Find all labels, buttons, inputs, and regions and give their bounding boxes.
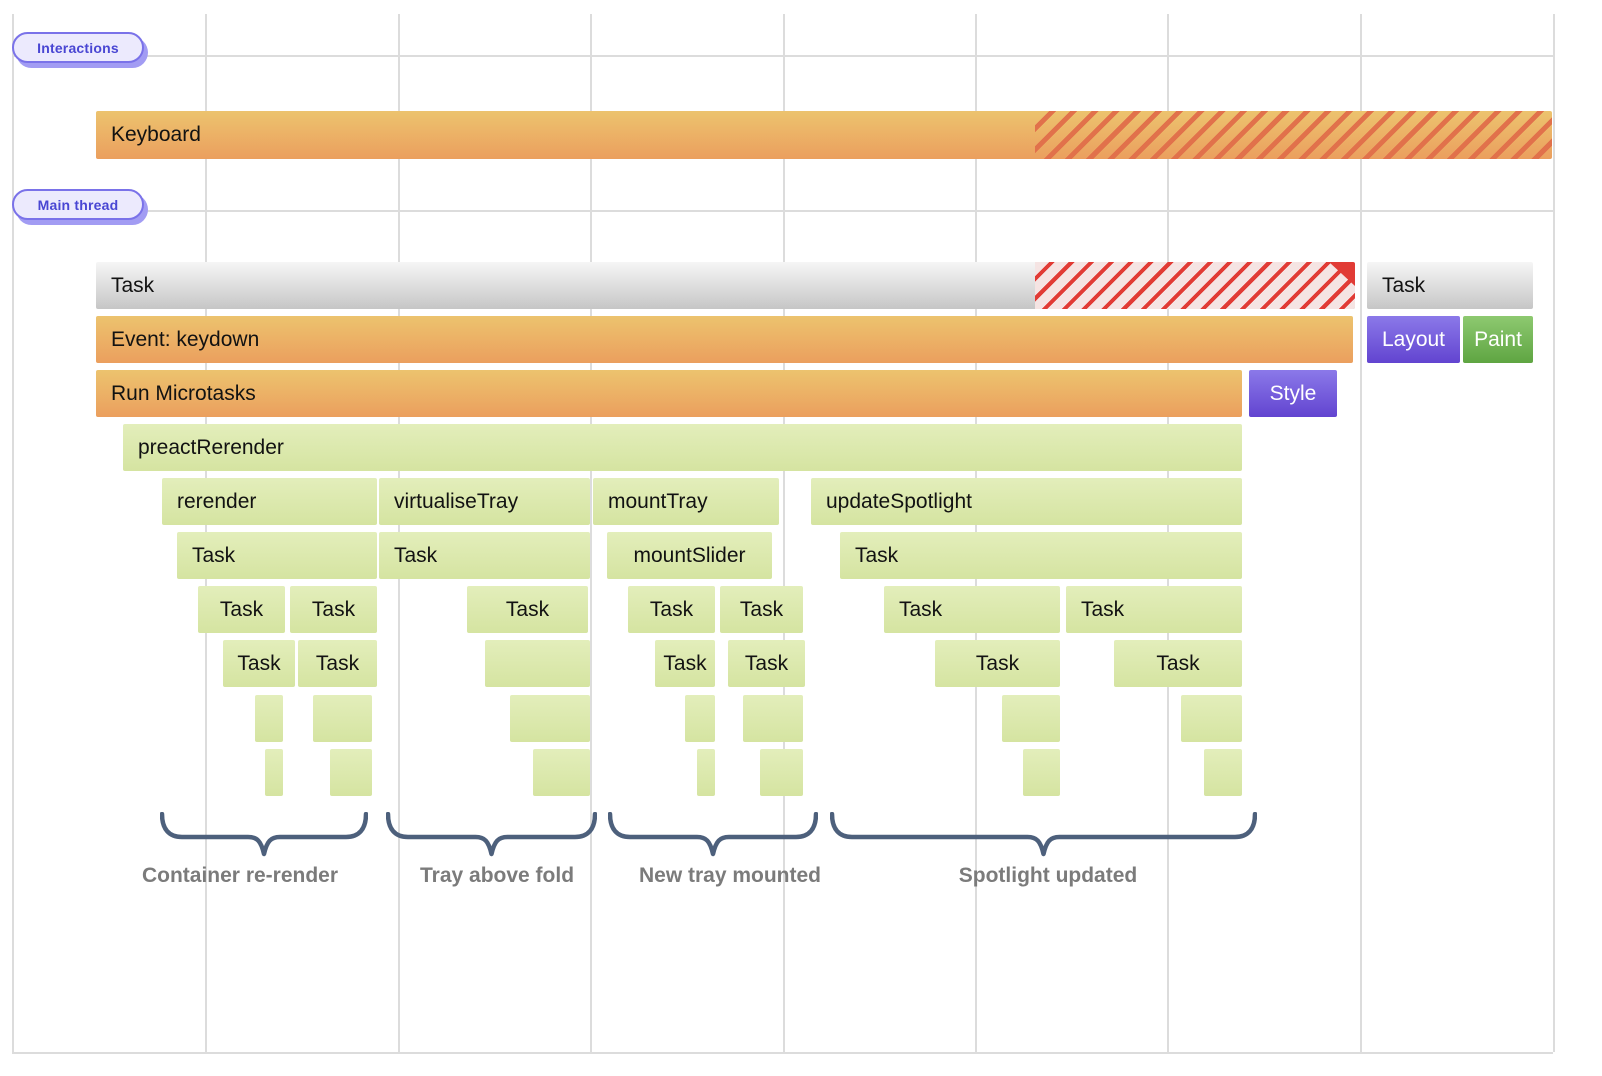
bar-label: Task: [739, 597, 784, 621]
bar-task[interactable]: Task: [884, 586, 1060, 633]
bar-label: rerender: [177, 489, 257, 513]
bar-label: Run Microtasks: [111, 381, 256, 405]
annotation-brace: [160, 812, 368, 857]
bar-label: Task: [219, 597, 264, 621]
bar-task[interactable]: [697, 749, 715, 796]
bar-label: Task: [111, 273, 155, 297]
bar-label: Task: [663, 651, 707, 675]
bar-label: Layout: [1381, 327, 1446, 351]
bar-label: Task: [855, 543, 899, 567]
gridline-horizontal: [12, 1052, 1553, 1054]
long-task-corner-triangle: [1329, 262, 1355, 286]
bar-label: Paint: [1474, 327, 1522, 351]
bar-mount-slider[interactable]: mountSlider: [607, 532, 772, 579]
bar-task[interactable]: Task: [1066, 586, 1242, 633]
gridline-horizontal: [12, 55, 1553, 57]
bar-label: mountSlider: [633, 543, 746, 567]
bar-task[interactable]: [1023, 749, 1060, 796]
group-annotation-label: Container re-render: [141, 864, 339, 887]
annotation-brace: [608, 812, 818, 857]
bar-mount-tray[interactable]: mountTray: [593, 478, 779, 525]
bar-label: Task: [192, 543, 236, 567]
bar-label: Task: [744, 651, 789, 675]
bar-label: Task: [311, 597, 356, 621]
gridline-vertical: [1553, 14, 1555, 1052]
bar-label: Task: [505, 597, 550, 621]
annotation-brace: [830, 812, 1257, 857]
bar-task[interactable]: [330, 749, 372, 796]
annotation-brace: [386, 812, 597, 857]
bar-event-keydown[interactable]: Event: keydown: [96, 316, 1353, 363]
bar-keyboard[interactable]: Keyboard: [96, 111, 1552, 159]
bar-task[interactable]: Task: [655, 640, 715, 687]
track-pill-label: Main thread: [37, 196, 119, 213]
gridline-horizontal: [12, 210, 1553, 212]
bar-label: Style: [1269, 381, 1317, 405]
bar-virtualise-tray[interactable]: virtualiseTray: [379, 478, 590, 525]
bar-task[interactable]: [743, 695, 803, 742]
bar-task[interactable]: [510, 695, 590, 742]
track-pill-label: Interactions: [37, 39, 119, 56]
bar-layout[interactable]: Layout: [1367, 316, 1460, 363]
track-pill-main-thread[interactable]: Main thread: [12, 189, 144, 220]
bar-label: updateSpotlight: [826, 489, 972, 513]
bar-task[interactable]: [1204, 749, 1242, 796]
bar-task[interactable]: [1181, 695, 1242, 742]
bar-task[interactable]: Task: [379, 532, 590, 579]
bar-label: Keyboard: [111, 123, 201, 146]
group-annotation-label: Tray above fold: [419, 864, 575, 887]
bar-label: Task: [649, 597, 694, 621]
bar-task[interactable]: Task: [177, 532, 377, 579]
bar-task[interactable]: Task: [290, 586, 377, 633]
hatch-overlay: [1035, 111, 1552, 159]
bar-rerender[interactable]: rerender: [162, 478, 377, 525]
gridline-vertical: [12, 14, 14, 1052]
bar-task[interactable]: [685, 695, 715, 742]
bar-task[interactable]: Task: [223, 640, 295, 687]
bar-task[interactable]: [533, 749, 590, 796]
bar-style[interactable]: Style: [1249, 370, 1337, 417]
bar-label: Task: [315, 651, 360, 675]
gridline-vertical: [590, 14, 592, 1052]
gridline-vertical: [1360, 14, 1362, 1052]
bar-task[interactable]: [760, 749, 803, 796]
bar-task[interactable]: [313, 695, 372, 742]
bar-label: Task: [237, 651, 281, 675]
bar-task[interactable]: Task: [840, 532, 1242, 579]
bar-run-microtasks[interactable]: Run Microtasks: [96, 370, 1242, 417]
bar-label: mountTray: [608, 489, 708, 513]
bar-label: Task: [1081, 597, 1125, 621]
bar-task[interactable]: [485, 640, 590, 687]
gridline-vertical: [783, 14, 785, 1052]
bar-task-right[interactable]: Task: [1367, 262, 1533, 309]
bar-label: Task: [1382, 273, 1426, 297]
bar-label: preactRerender: [138, 435, 284, 459]
bar-preact-rerender[interactable]: preactRerender: [123, 424, 1242, 471]
bar-task[interactable]: [1002, 695, 1060, 742]
hatch-overlay: [1035, 262, 1355, 309]
bar-task[interactable]: Task: [935, 640, 1060, 687]
bar-task-main[interactable]: Task: [96, 262, 1355, 309]
bar-paint[interactable]: Paint: [1463, 316, 1533, 363]
bar-update-spotlight[interactable]: updateSpotlight: [811, 478, 1242, 525]
bar-task[interactable]: Task: [467, 586, 588, 633]
bar-task[interactable]: [265, 749, 283, 796]
bar-task[interactable]: [255, 695, 283, 742]
bar-label: Task: [899, 597, 943, 621]
bar-label: Task: [394, 543, 438, 567]
bar-label: Task: [1156, 651, 1200, 675]
group-annotation-label: Spotlight updated: [958, 864, 1138, 887]
bar-label: Event: keydown: [111, 327, 260, 351]
bar-task[interactable]: Task: [728, 640, 805, 687]
bar-label: Task: [975, 651, 1020, 675]
bar-task[interactable]: Task: [1114, 640, 1242, 687]
bar-task[interactable]: Task: [298, 640, 377, 687]
bar-task[interactable]: Task: [628, 586, 715, 633]
group-annotation-label: New tray mounted: [638, 864, 822, 887]
bar-label: virtualiseTray: [394, 489, 519, 513]
bar-task[interactable]: Task: [720, 586, 803, 633]
track-pill-interactions[interactable]: Interactions: [12, 32, 144, 63]
bar-task[interactable]: Task: [198, 586, 285, 633]
